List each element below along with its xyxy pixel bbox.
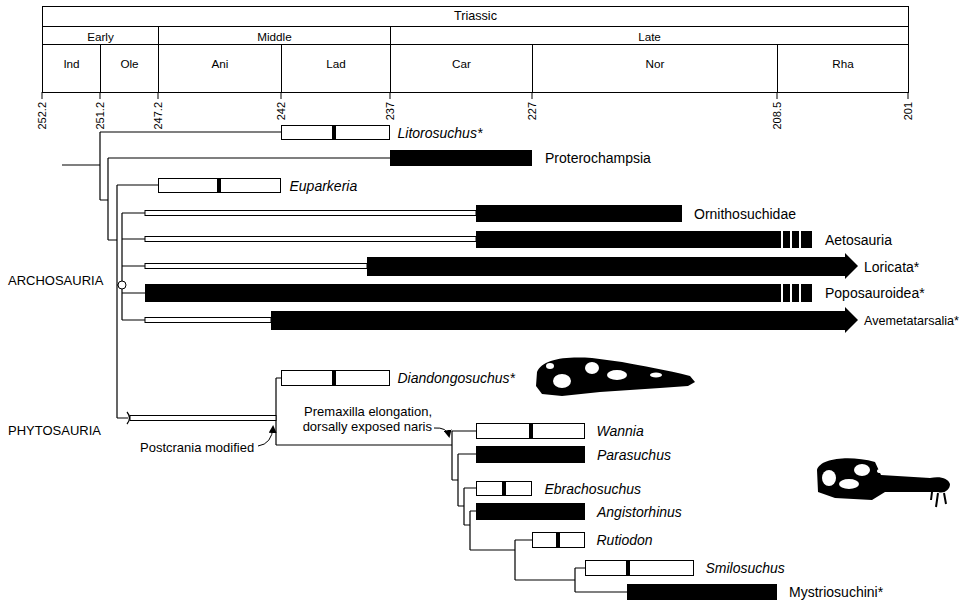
range-gap (790, 231, 792, 248)
time-unit-label: Car (391, 55, 532, 72)
taxon-label: Mystriosuchini* (789, 584, 883, 601)
stage-box: Ind (42, 44, 101, 93)
stage-box: Rha (777, 44, 909, 93)
taxon-label: Wannia (597, 423, 644, 440)
occurrence-mark (217, 179, 221, 192)
period-box: TriassicEarlyIndOleMiddleAniLadLateCarNo… (42, 6, 909, 93)
time-unit-label: Early (43, 28, 158, 45)
taxon-label: Ebrachosuchus (545, 480, 642, 497)
time-boundary: 201 (901, 102, 916, 120)
skull-silhouette (536, 358, 695, 396)
range-bar: Parasuchus (476, 446, 585, 463)
time-unit-label: Nor (533, 55, 777, 72)
time-boundary: 242 (274, 102, 289, 120)
time-unit-label: Triassic (43, 8, 908, 25)
time-unit-label: Lad (282, 55, 390, 72)
stage-box: Ole (100, 44, 159, 93)
epoch-box: MiddleAniLad (158, 26, 391, 93)
time-boundary: 251.2 (93, 102, 108, 130)
range-bar: Litorosuchus* (281, 125, 390, 140)
clade-label: ARCHOSAURIA (8, 273, 103, 288)
taxon-label: Loricata* (864, 258, 919, 275)
range-gap (781, 284, 783, 302)
range-bar: Angistorhinus (476, 503, 585, 520)
time-unit-label: Late (391, 28, 908, 45)
range-gap (781, 231, 783, 248)
stage-box: Nor (532, 44, 778, 93)
range-gap (790, 284, 792, 302)
range-bar: Proterochampsia (390, 150, 532, 166)
range-bar: Euparkeria (158, 178, 281, 193)
taxon-label: Diandongosuchus* (398, 370, 516, 387)
range-bar: Poposauroidea* (145, 284, 812, 302)
range-bar: Loricata* (367, 257, 845, 276)
annotation: Postcrania modified (140, 440, 254, 455)
taxon-label: Rutiodon (597, 532, 653, 549)
range-bar: Aetosauria (476, 231, 812, 248)
occurrence-mark (626, 561, 630, 575)
taxon-label: Angistorhinus (597, 503, 682, 520)
taxon-label: Ornithosuchidae (694, 205, 796, 222)
taxon-label: Aetosauria (825, 231, 892, 248)
time-boundary: 252.2 (35, 102, 50, 130)
occurrence-mark (332, 371, 336, 385)
stage-box: Lad (281, 44, 391, 93)
range-bar: Smilosuchus (585, 560, 694, 576)
range-bar: Ebrachosuchus (476, 481, 532, 496)
skull-silhouette (817, 458, 950, 507)
occurrence-mark (502, 482, 506, 495)
time-boundary: 237 (383, 102, 398, 120)
range-bar: Rutiodon (532, 532, 585, 548)
time-unit-label: Middle (159, 28, 390, 45)
epoch-box: EarlyIndOle (42, 26, 159, 93)
taxon-label: Proterochampsia (545, 150, 651, 167)
occurrence-mark (529, 424, 533, 438)
stage-box: Car (390, 44, 533, 93)
occurrence-mark (556, 533, 560, 547)
taxon-label: Parasuchus (597, 446, 671, 463)
time-ticks (42, 92, 908, 99)
time-unit-label: Ani (159, 55, 281, 72)
range-bar: Mystriosuchini* (627, 584, 777, 600)
stage-box: Ani (158, 44, 282, 93)
taxon-label: Euparkeria (290, 177, 358, 194)
time-unit-label: Rha (778, 55, 908, 72)
time-boundary: 227 (525, 102, 540, 120)
tree-branches (62, 132, 627, 592)
taxon-label: Smilosuchus (706, 560, 785, 577)
time-unit-label: Ind (43, 55, 100, 72)
time-boundary: 247.2 (151, 102, 166, 130)
range-bar: Ornithosuchidae (476, 205, 682, 222)
clade-label: PHYTOSAURIA (8, 423, 101, 438)
range-bar: Diandongosuchus* (281, 370, 390, 386)
range-bar: Wannia (476, 423, 585, 439)
taxon-label: Litorosuchus* (398, 124, 483, 141)
range-bar: Avemetatarsalia* (271, 311, 845, 330)
range-gap (799, 231, 801, 248)
taxon-label: Poposauroidea* (825, 285, 925, 302)
time-boundary: 208.5 (770, 102, 785, 130)
epoch-box: LateCarNorRha (390, 26, 909, 93)
annotation: Premaxilla elongation, dorsally exposed … (268, 404, 432, 434)
range-gap (799, 284, 801, 302)
occurrence-mark (332, 126, 336, 139)
time-unit-label: Ole (101, 55, 158, 72)
taxon-label: Avemetatarsalia* (864, 312, 959, 329)
